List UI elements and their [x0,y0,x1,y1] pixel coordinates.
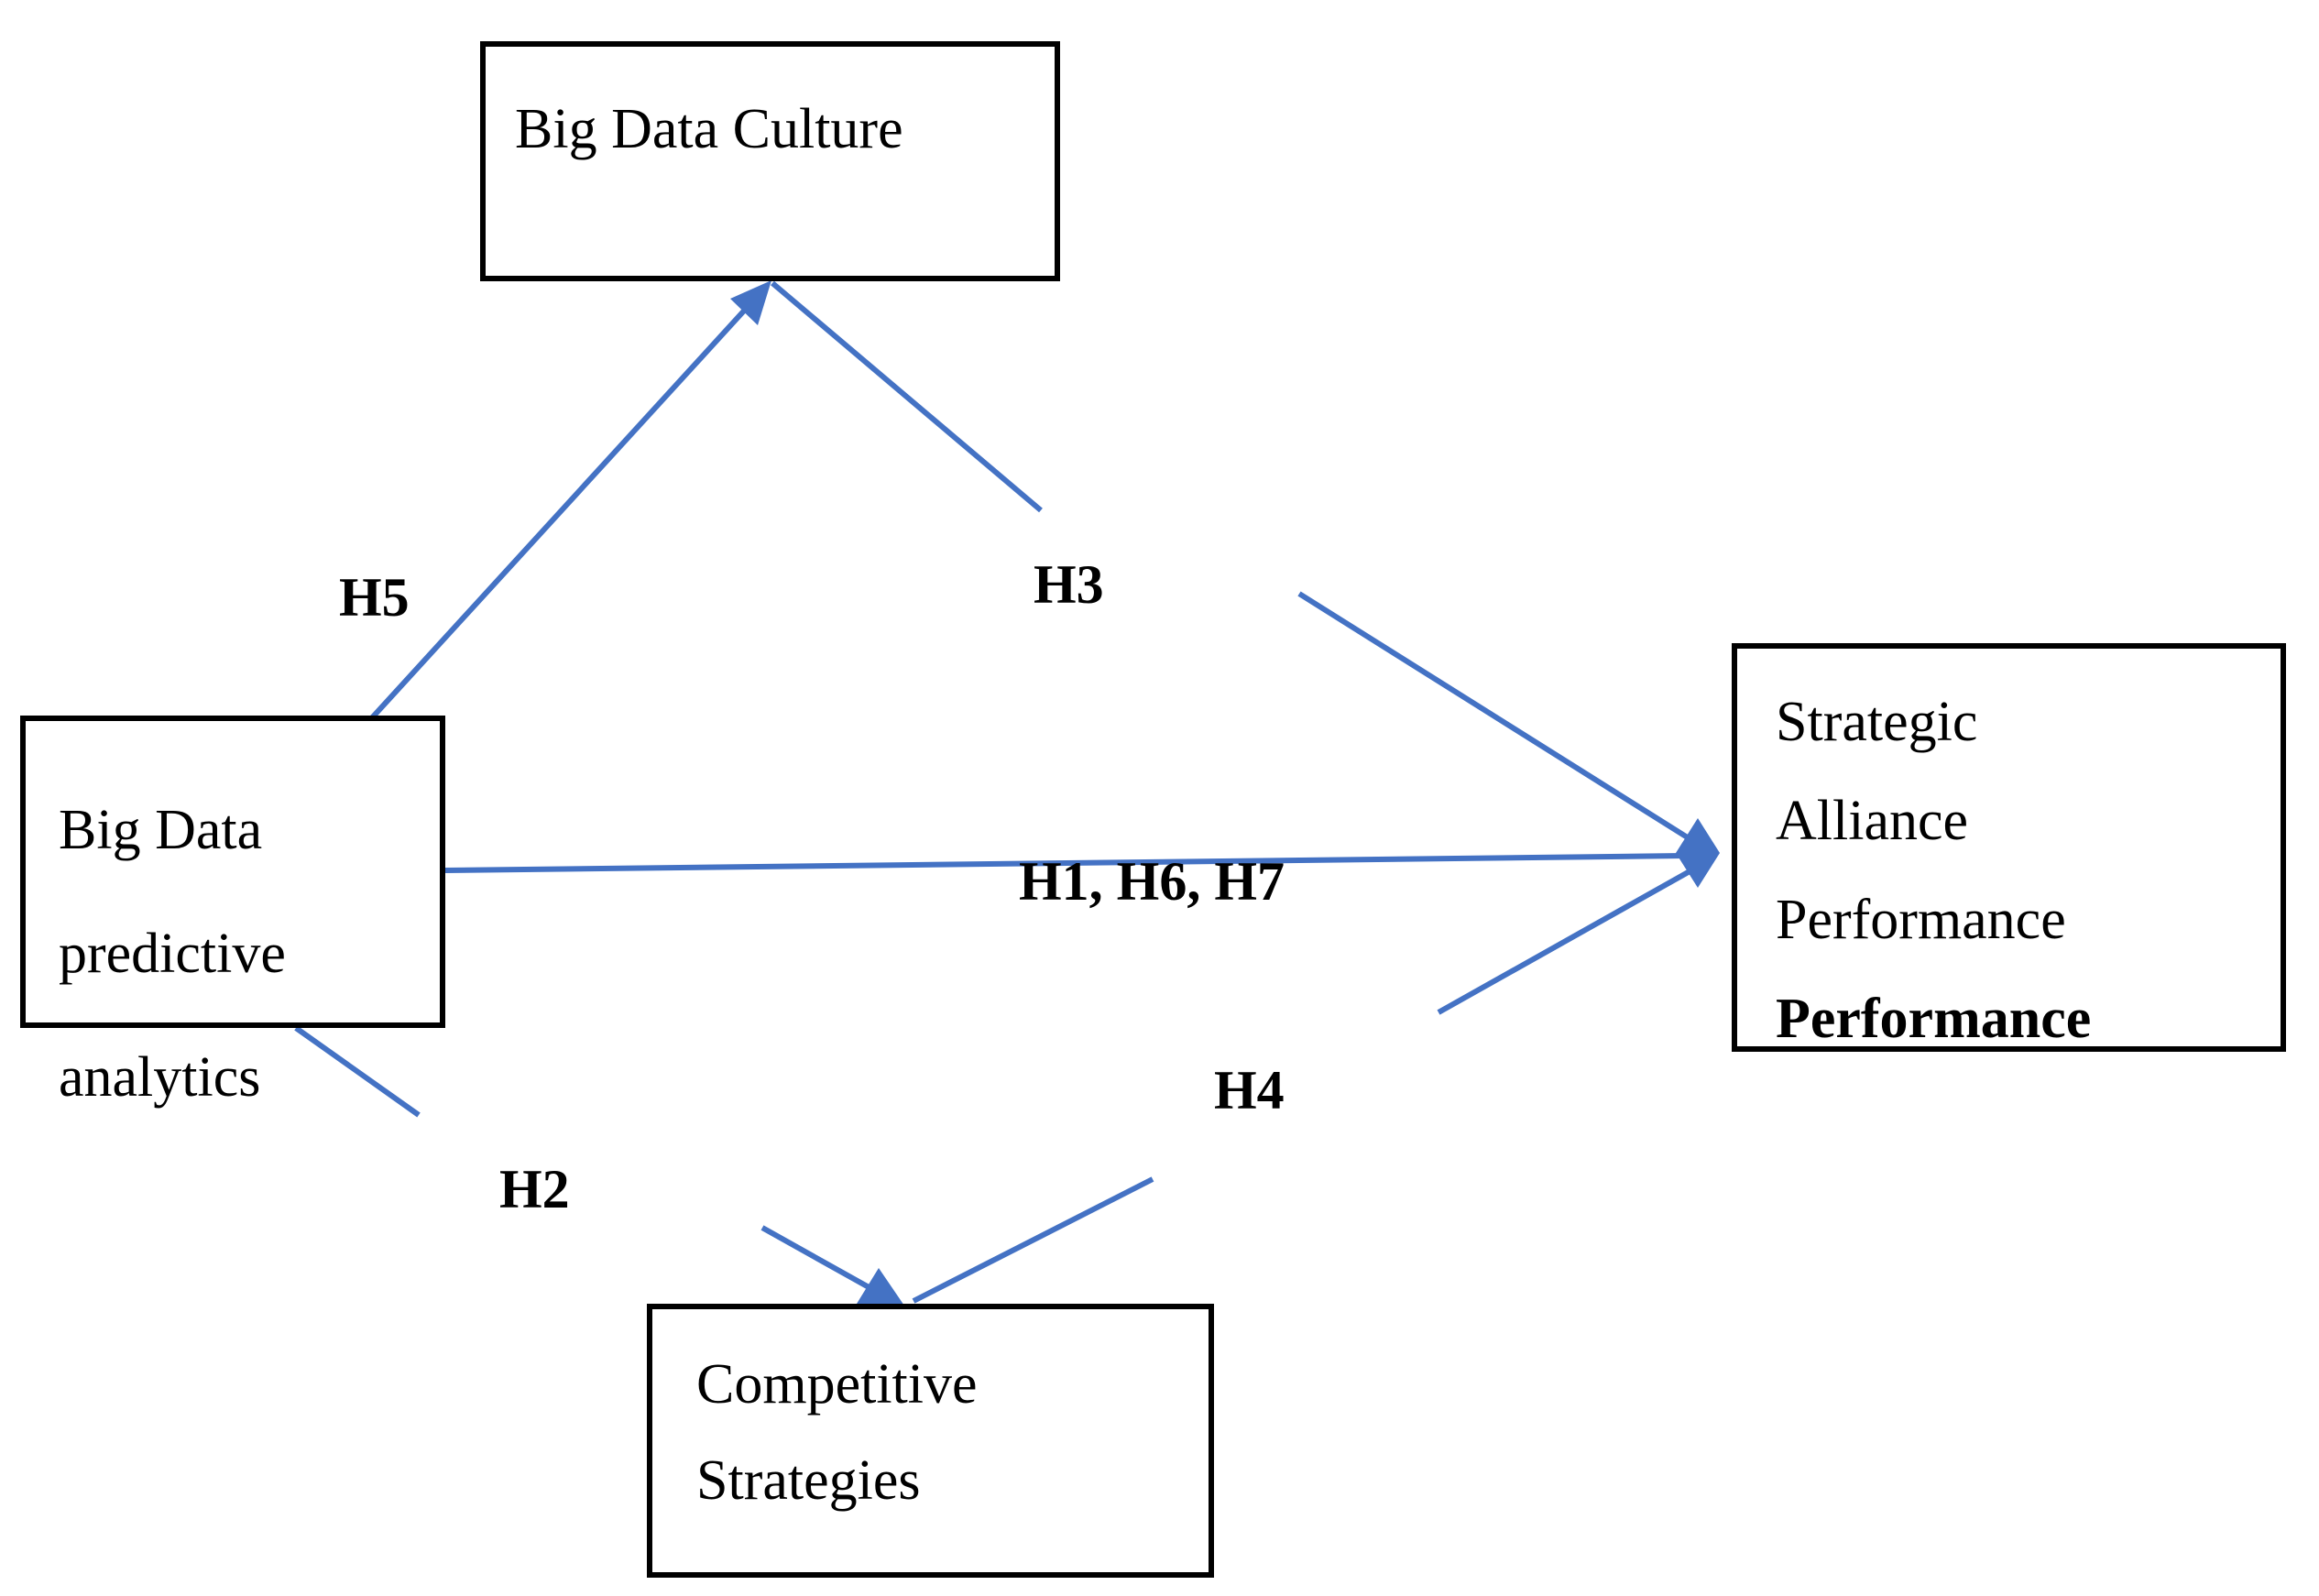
h2-arrow-segment-upper [294,1025,421,1118]
node-big-data-culture: Big Data Culture [480,41,1060,281]
node-sap-label-line3: Performance [1776,889,2066,951]
node-bdpa-label-line1: Big Data predictive [59,799,286,985]
hypothesis-label-h5: H5 [339,567,410,628]
node-strategic-alliance-performance: Strategic Alliance Performance Performan… [1732,643,2286,1052]
h2-arrow-segment-lower [760,1225,872,1291]
h4-arrow-segment-upper [1437,868,1693,1015]
sap-arrowhead-icon [1676,818,1720,888]
h4-arrow-segment-lower [912,1176,1154,1304]
h3-arrow-segment-upper [771,280,1043,513]
h3-arrow-segment-lower [1297,591,1695,844]
node-bdpa-label-line2: analytics [59,1046,261,1109]
node-sap-label-line1: Strategic [1776,691,1978,753]
hypothesis-label-h1-h6-h7: H1, H6, H7 [1019,851,1285,912]
h1-h6-h7-arrow-line [444,853,1685,873]
node-cs-label-line2: Strategies [696,1449,921,1512]
node-big-data-culture-label: Big Data Culture [515,98,903,160]
node-big-data-predictive-analytics: Big Data predictive analytics [20,716,445,1109]
hypothesis-label-h4: H4 [1214,1060,1285,1120]
h5-arrowhead-icon [730,280,771,325]
h2-arrowhead-icon [857,1268,906,1308]
h5-arrow-line [315,306,749,780]
node-sap-label-line4: Performance [1776,988,2092,1050]
node-competitive-strategies: Competitive Strategies [647,1304,1214,1578]
hypothesis-label-h2: H2 [499,1159,570,1219]
node-sap-label-line2: Alliance [1776,790,1969,852]
node-cs-label-line1: Competitive [696,1353,978,1416]
hypothesis-label-h3: H3 [1034,554,1104,615]
